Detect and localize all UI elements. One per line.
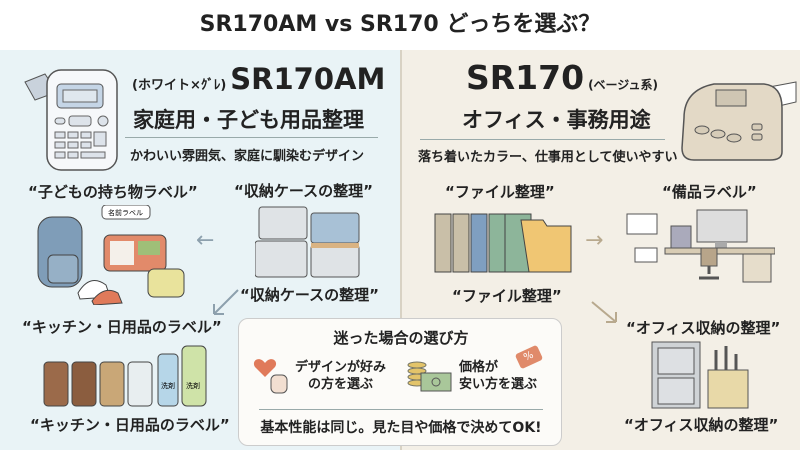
office-storage-label: “オフィス収納の整理” (626, 319, 781, 337)
description: かわいい雰囲気、家庭に馴染むデザイン (130, 149, 365, 164)
how-to-choose-box: 迷った場合の選び方 デザインが好みの方を選ぶ 価格が安い方を選ぶ % 基本性能は… (238, 318, 562, 446)
arrow-left-icon: ← (196, 228, 215, 253)
file-organize-label-2: “ファイル整理” (452, 287, 562, 305)
storage-boxes-illustration (255, 206, 360, 278)
filing-cabinet-illustration (651, 341, 749, 409)
storage-case-label: “収納ケースの整理” (234, 182, 373, 200)
use-case-sr170: オフィス・事務用途 (462, 108, 651, 132)
kids-items-label: “子どもの持ち物ラベル” (28, 183, 198, 201)
description-sr170: 落ち着いたカラー、仕事用として使いやすい (418, 150, 678, 165)
name-label-bubble: 名前ラベル (108, 208, 143, 217)
option-design: デザインが好みの方を選ぶ (295, 360, 387, 392)
label-printer-handheld-icon (24, 69, 118, 171)
equipment-label: “備品ラベル” (662, 183, 757, 201)
bottle-label: 洗剤 (161, 381, 175, 390)
divider (259, 409, 543, 410)
arrow-down-left-icon (213, 289, 239, 315)
model-name-sr170: SR170 (466, 58, 585, 97)
storage-case-label-2: “収納ケースの整理” (240, 286, 379, 304)
kitchen-label-2: “キッチン・日用品のラベル” (30, 416, 230, 434)
heart-hand-icon (253, 359, 288, 394)
color-note-sr170: (ベージュ系) (588, 78, 658, 92)
price-tag-icon: % (514, 344, 544, 370)
right-header-row: SR170 (ベージュ系) (466, 58, 658, 97)
label-printer-desktop-icon (681, 81, 797, 161)
file-organize-label: “ファイル整理” (445, 183, 555, 201)
page-title: SR170AM vs SR170 どっちを選ぶ？ (0, 0, 800, 50)
divider (125, 137, 378, 138)
option-price: 価格が安い方を選ぶ (459, 360, 538, 392)
arrow-right-icon: → (585, 228, 604, 253)
kitchen-label: “キッチン・日用品のラベル” (22, 318, 222, 336)
choice-title: 迷った場合の選び方 (333, 329, 469, 347)
money-icon (407, 361, 452, 392)
backpack-lunchbox-shoes-illustration: 名前ラベル (37, 205, 185, 305)
office-desk-illustration (626, 209, 775, 283)
arrow-down-right-icon (591, 301, 617, 323)
use-case: 家庭用・子ども用品整理 (133, 108, 364, 132)
divider (420, 139, 665, 140)
jars-and-bottles-illustration: 洗剤 洗剤 (43, 345, 207, 407)
model-name: SR170AM (230, 62, 386, 96)
bottle-label: 洗剤 (186, 381, 200, 390)
color-note: (ホワイト×ｸﾞﾚ) (132, 78, 227, 93)
choice-summary: 基本性能は同じ。見た目や価格で決めてOK! (260, 420, 542, 436)
binders-and-folders-illustration (434, 213, 572, 273)
office-storage-label-2: “オフィス収納の整理” (624, 416, 779, 434)
left-header-row: (ホワイト×ｸﾞﾚ) SR170AM (132, 62, 385, 96)
